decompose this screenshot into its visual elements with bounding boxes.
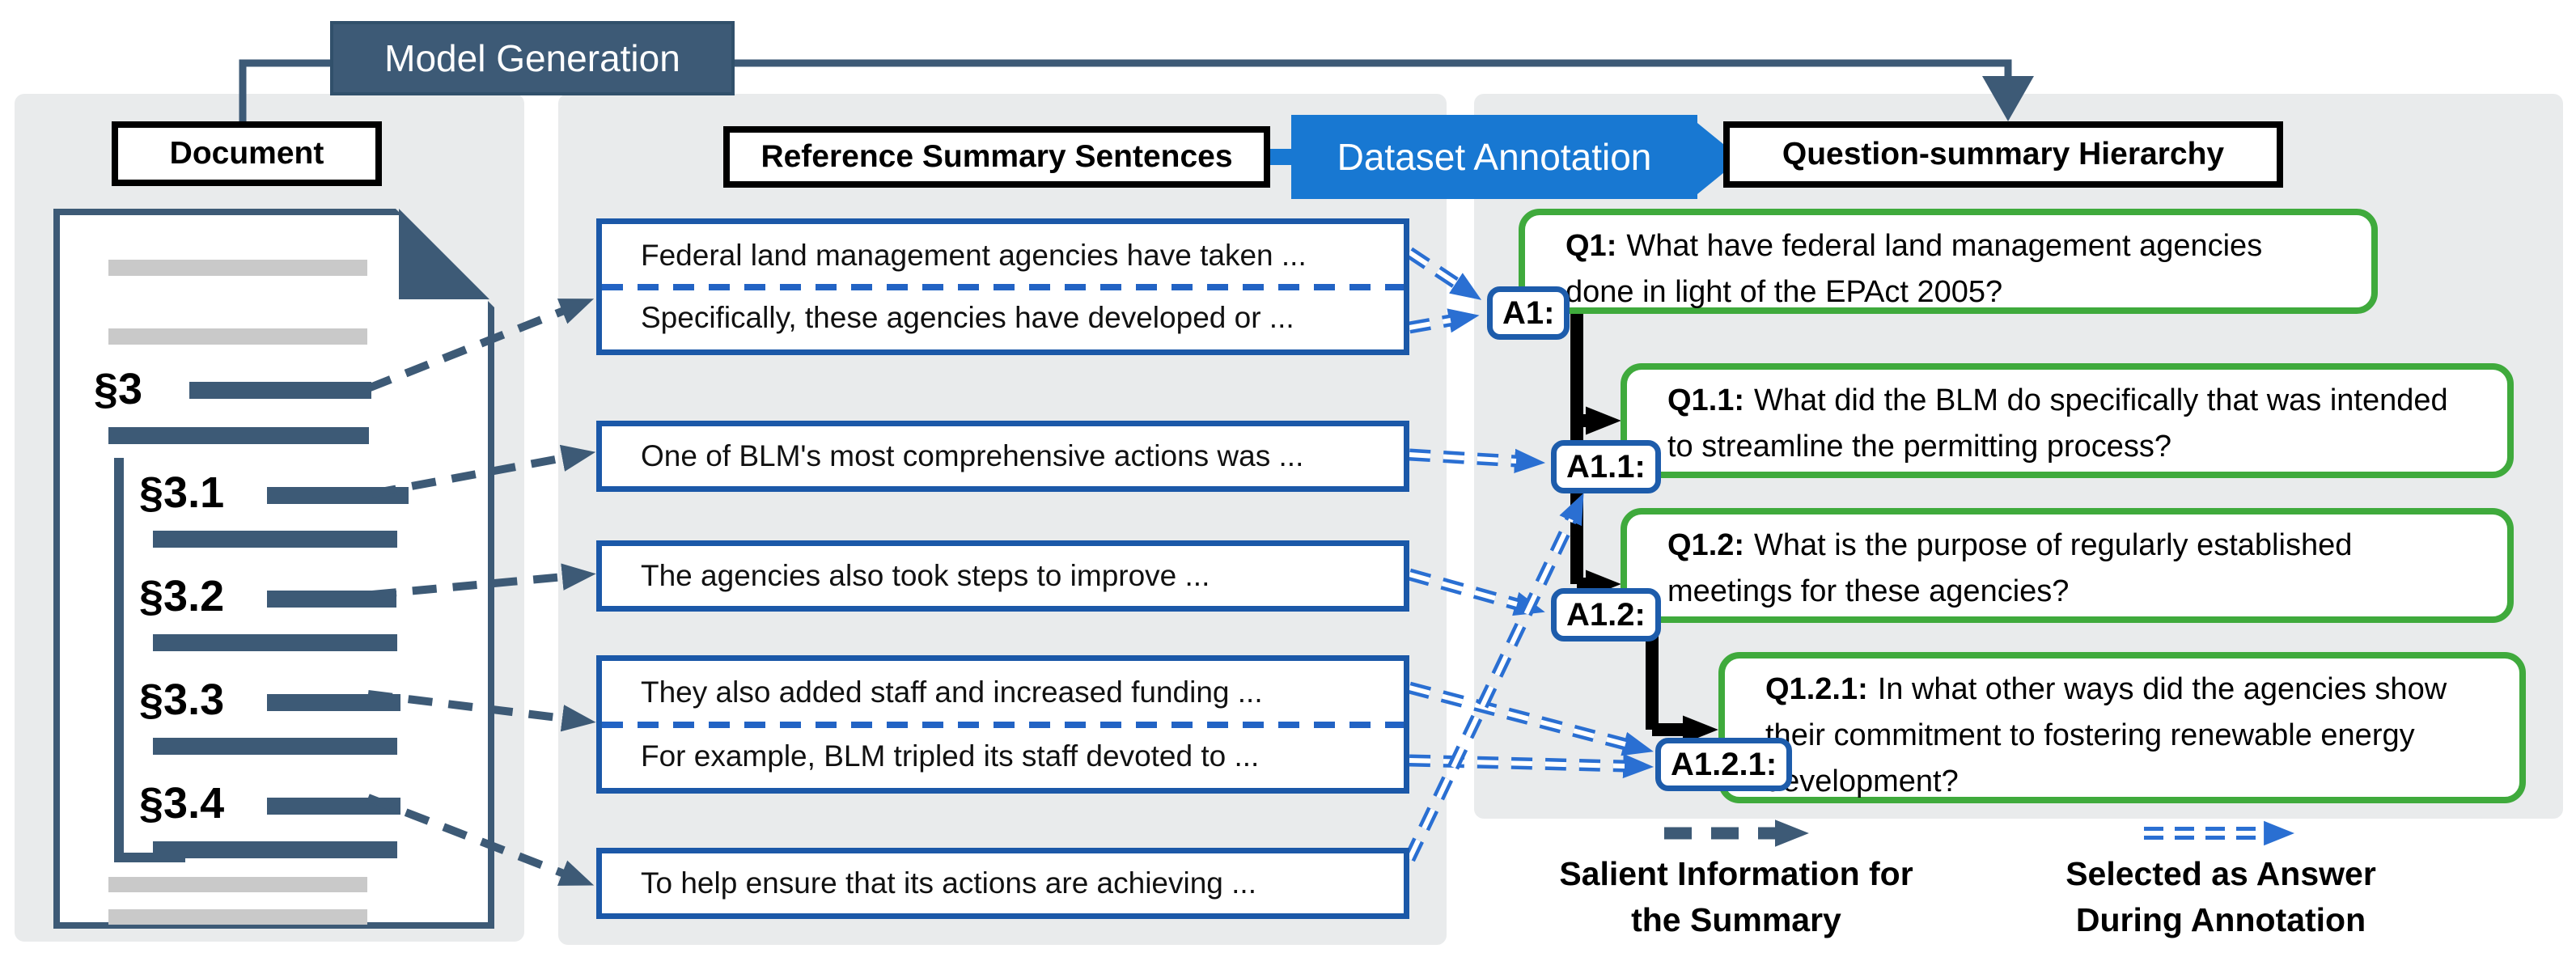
salient-arrows	[366, 299, 596, 886]
answer-arrow-s4b-to-a121	[1409, 753, 1654, 779]
question-box-q1: Q1:What have federal land management age…	[1519, 209, 2378, 314]
summary-sentence: They also added staff and increased fund…	[641, 675, 1263, 709]
answer-badge-a1-2-1: A1.2.1:	[1655, 738, 1793, 791]
legend-salient-label: Salient Information for the Summary	[1546, 851, 1926, 943]
subsection-bracket	[114, 458, 124, 862]
answer-label: A1.2.1:	[1671, 747, 1777, 782]
reference-summary-label: Reference Summary Sentences	[761, 139, 1233, 174]
dataset-annotation-badge: Dataset Annotation	[1291, 115, 1697, 199]
hierarchy-header: Question-summary Hierarchy	[1723, 121, 2283, 188]
sentence-divider	[602, 283, 1404, 290]
hierarchy-header-label: Question-summary Hierarchy	[1782, 137, 2225, 171]
section-heading-line	[189, 382, 371, 399]
reference-summary-header: Reference Summary Sentences	[723, 126, 1270, 188]
section-body-line	[153, 841, 397, 858]
summary-box-2: One of BLM's most comprehensive actions …	[596, 421, 1409, 492]
section-heading-line	[267, 591, 396, 608]
page-fold-icon	[396, 209, 494, 307]
answer-arrow-s1a-to-a1	[1405, 247, 1482, 300]
document-header: Document	[112, 121, 382, 186]
section-body-line	[108, 427, 369, 444]
section-label: §3	[94, 365, 143, 413]
sentence-divider	[602, 721, 1404, 728]
legend-text-line: the Summary	[1631, 901, 1841, 938]
document-header-label: Document	[169, 136, 324, 171]
question-text: What did the BLM do specifically that wa…	[1667, 383, 2448, 464]
summary-sentence: To help ensure that its actions are achi…	[641, 866, 1256, 900]
answer-arrow-s5-to-a11	[1404, 493, 1584, 862]
question-box-q1-1: Q1.1:What did the BLM do specifically th…	[1621, 363, 2514, 478]
question-text: What have federal land management agenci…	[1566, 229, 2263, 309]
salient-arrow-5	[366, 794, 595, 886]
section-body-line	[153, 738, 397, 755]
answer-label: A1:	[1502, 295, 1555, 331]
summary-box-4: They also added staff and increased fund…	[596, 655, 1409, 794]
summary-sentence: Federal land management agencies have ta…	[641, 238, 1307, 272]
summary-sentence: The agencies also took steps to improve …	[641, 559, 1210, 592]
summary-sentence: Specifically, these agencies have develo…	[641, 301, 1294, 335]
section-label: §3.1	[139, 468, 225, 517]
model-generation-connector	[239, 59, 2034, 123]
salient-arrow-3	[371, 563, 596, 599]
legend-text-line: Selected as Answer	[2065, 855, 2376, 892]
question-id: Q1:	[1566, 229, 1617, 263]
answer-label: A1.2:	[1566, 597, 1646, 633]
question-id: Q1.2.1:	[1765, 672, 1868, 706]
question-id: Q1.1:	[1667, 383, 1745, 417]
question-text: In what other ways did the agencies show…	[1765, 672, 2447, 798]
section-heading-line	[267, 694, 400, 711]
summary-box-5: To help ensure that its actions are achi…	[596, 848, 1409, 919]
model-generation-label: Model Generation	[384, 37, 680, 79]
question-box-q1-2-1: Q1.2.1:In what other ways did the agenci…	[1718, 652, 2526, 803]
text-placeholder-line	[108, 260, 367, 276]
answer-badge-a1-1: A1.1:	[1551, 440, 1661, 493]
answer-badge-a1-2: A1.2:	[1551, 588, 1661, 642]
dataset-annotation-label: Dataset Annotation	[1337, 136, 1652, 178]
answer-arrows	[1404, 247, 1654, 862]
answer-arrow-s1b-to-a1	[1408, 308, 1480, 334]
text-placeholder-line	[108, 909, 367, 925]
legend-text-line: During Annotation	[2075, 901, 2366, 938]
question-id: Q1.2:	[1667, 528, 1745, 562]
section-label: §3.4	[139, 779, 225, 828]
answer-arrow-s2-to-a11	[1409, 448, 1546, 474]
answer-badge-a1: A1:	[1487, 286, 1570, 340]
text-placeholder-line	[108, 877, 367, 892]
section-label: §3.3	[139, 675, 225, 724]
text-placeholder-line	[108, 328, 367, 345]
summary-box-3: The agencies also took steps to improve …	[596, 540, 1409, 612]
summary-box-1: Federal land management agencies have ta…	[596, 218, 1409, 355]
summary-sentence: For example, BLM tripled its staff devot…	[641, 739, 1260, 773]
down-arrowhead-icon	[1982, 76, 2034, 121]
salient-arrow-4	[367, 690, 596, 732]
answer-arrow-s4a-to-a121	[1408, 681, 1654, 756]
section-body-line	[153, 531, 397, 548]
model-generation-badge: Model Generation	[330, 21, 735, 95]
summary-to-annotation-connector	[1265, 149, 1296, 165]
legend-text-line: Salient Information for	[1559, 855, 1913, 892]
section-label: §3.2	[139, 572, 225, 620]
annotation-right-arrowhead-icon	[1697, 123, 1741, 194]
question-box-q1-2: Q1.2:What is the purpose of regularly es…	[1621, 508, 2514, 623]
section-body-line	[153, 634, 397, 651]
salient-arrow-1	[366, 299, 595, 392]
document-page-icon: §3 §3.1 §3.2 §3.3 §3.4	[53, 209, 494, 929]
section-heading-line	[267, 798, 400, 815]
question-text: What is the purpose of regularly establi…	[1667, 528, 2353, 608]
salient-arrow-2	[371, 444, 596, 498]
answer-arrow-s3-to-a12	[1407, 568, 1545, 616]
answer-label: A1.1:	[1566, 449, 1646, 485]
legend-selected-label: Selected as Answer During Annotation	[2031, 851, 2411, 943]
summary-sentence: One of BLM's most comprehensive actions …	[641, 439, 1304, 472]
